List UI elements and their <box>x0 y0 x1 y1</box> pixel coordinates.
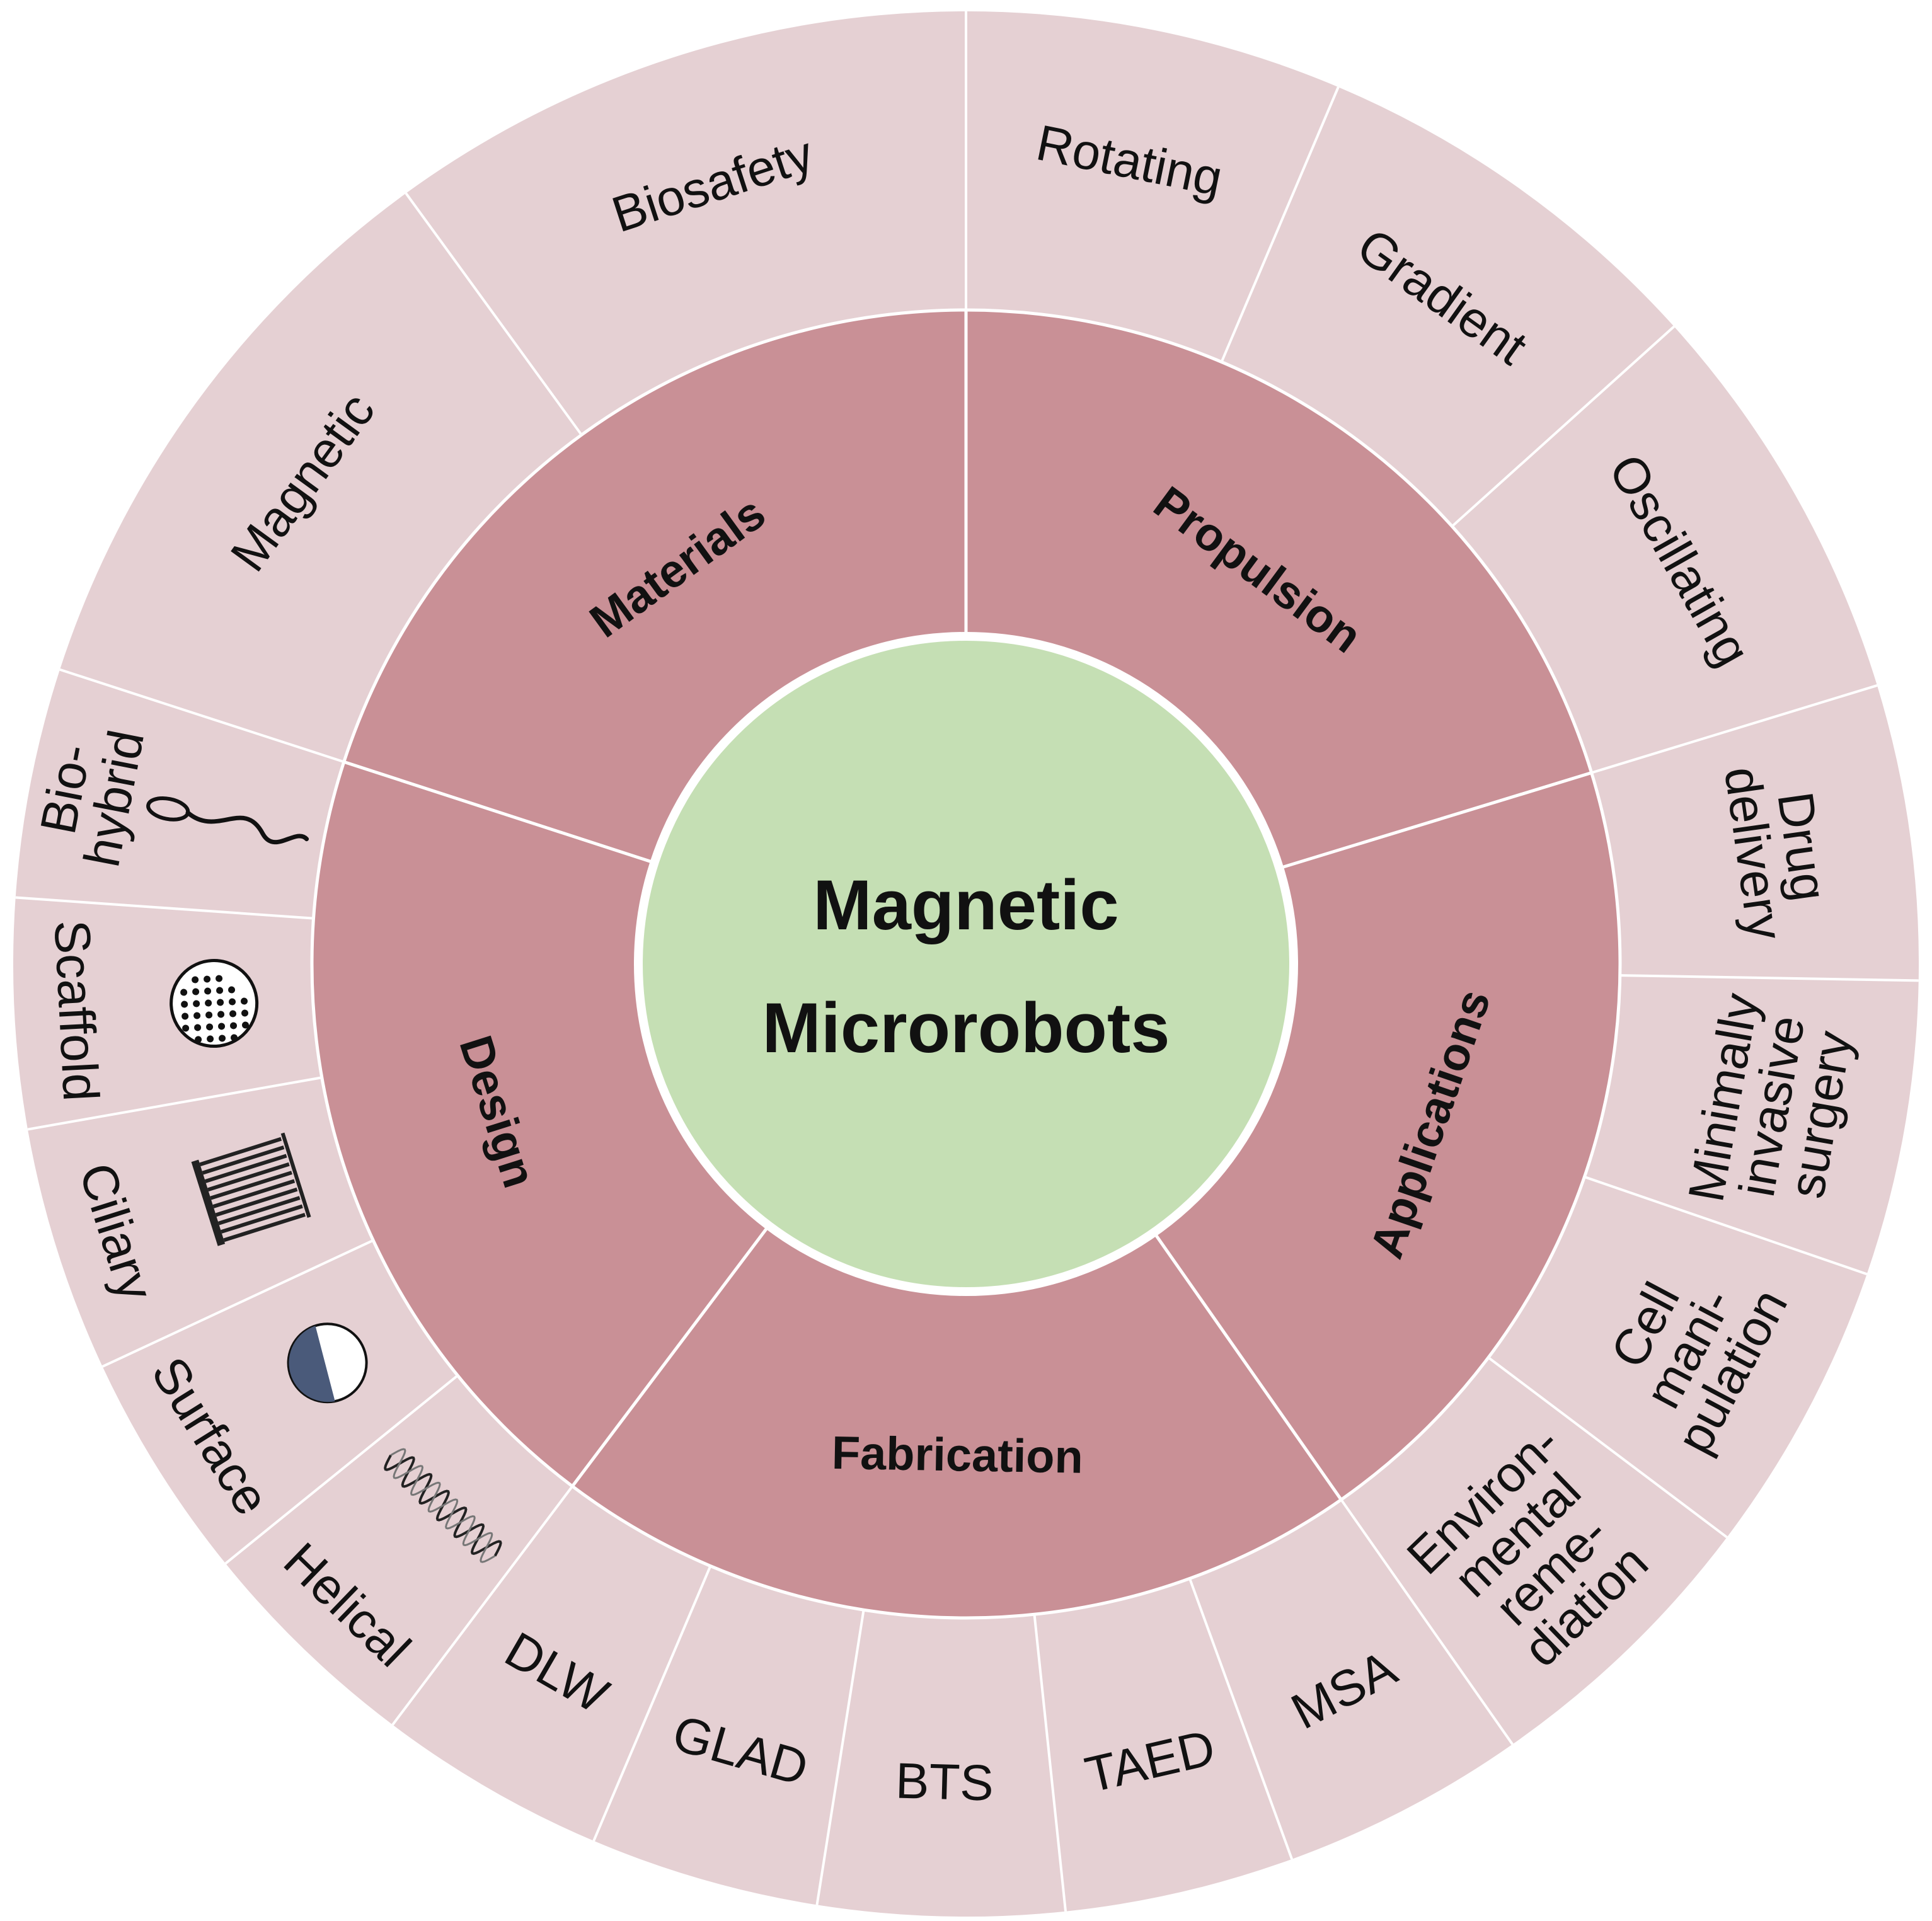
category-label-fabrication: Fabrication <box>831 1426 1083 1483</box>
item-label-line: Scaffold <box>43 919 109 1103</box>
outer-separator <box>1188 1578 1294 1860</box>
outer-separator <box>1619 974 1919 982</box>
outer-separator <box>815 1609 865 1905</box>
cilia-array-icon <box>191 1132 311 1246</box>
outer-separator <box>391 1485 573 1726</box>
outer-separator <box>15 896 314 920</box>
porous-sphere-icon <box>170 959 259 1048</box>
outer-sector-glad <box>594 1566 864 1905</box>
inner-sector-materials <box>343 310 966 863</box>
center-circle: Magnetic Microrobots <box>634 632 1298 1296</box>
outer-sector-environ-mentalreme-diation <box>1341 1357 1727 1745</box>
center-title-line2: Microrobots <box>762 989 1170 1067</box>
outer-sector-msa <box>1190 1500 1513 1859</box>
inner-sector-fabrication <box>572 1225 1342 1619</box>
janus-sphere-icon <box>287 1322 368 1404</box>
outer-separator <box>1451 325 1675 527</box>
outer-separator <box>1033 1614 1067 1912</box>
outer-sector-gradient <box>1221 87 1674 527</box>
outer-separator <box>27 1076 323 1131</box>
item-label-bts: BTS <box>895 1753 994 1811</box>
icons <box>146 796 502 1563</box>
ring-boundary <box>310 308 1622 1620</box>
sperm-flagellum-icon <box>146 796 309 845</box>
inner-separator <box>571 1224 771 1488</box>
outer-sector-bio-hybrid <box>15 669 344 919</box>
outer-sector-helical <box>225 1375 573 1725</box>
outer-separator <box>1340 1499 1514 1745</box>
outer-separator <box>592 1565 712 1842</box>
item-label-scaffold: Scaffold <box>43 919 109 1103</box>
outer-separator <box>101 1239 374 1368</box>
outer-sector-bts <box>817 1610 1066 1917</box>
item-label-line: BTS <box>895 1753 994 1811</box>
separators <box>15 11 1919 1912</box>
inner-separator <box>1279 771 1592 870</box>
inner-sector-propulsion <box>966 310 1592 868</box>
outer-separator <box>405 192 583 436</box>
outer-ring <box>13 11 1919 1917</box>
outer-separator <box>1584 1176 1868 1276</box>
outer-separator <box>1487 1356 1728 1539</box>
center-disc <box>634 632 1298 1296</box>
inner-separator <box>343 760 655 864</box>
outer-sector-cellmani-pulation <box>1488 1176 1867 1537</box>
outer-separator <box>224 1374 459 1565</box>
inner-separator <box>1153 1231 1343 1501</box>
outer-sector-minimallyinvasivesurgery <box>1584 975 1919 1275</box>
outer-sector-biosafety <box>406 11 966 435</box>
outer-sector-drugdelivery <box>1591 685 1919 981</box>
outer-sector-surface <box>102 1240 458 1564</box>
outer-sector-scaffold <box>13 897 322 1130</box>
outer-sector-rotating <box>966 11 1338 362</box>
helix-icon <box>384 1448 502 1563</box>
outer-sector-oscillating <box>1452 326 1877 773</box>
inner-sector-design <box>312 762 769 1486</box>
inner-sector-applications <box>1154 772 1620 1500</box>
outer-sector-taed <box>1034 1578 1292 1912</box>
outer-separator <box>59 668 345 764</box>
outer-separator <box>1591 684 1878 774</box>
inner-ring <box>312 310 1620 1619</box>
outer-sector-magnetic <box>60 193 582 762</box>
center-title-line1: Magnetic <box>813 866 1118 944</box>
outer-separator <box>1220 86 1340 363</box>
